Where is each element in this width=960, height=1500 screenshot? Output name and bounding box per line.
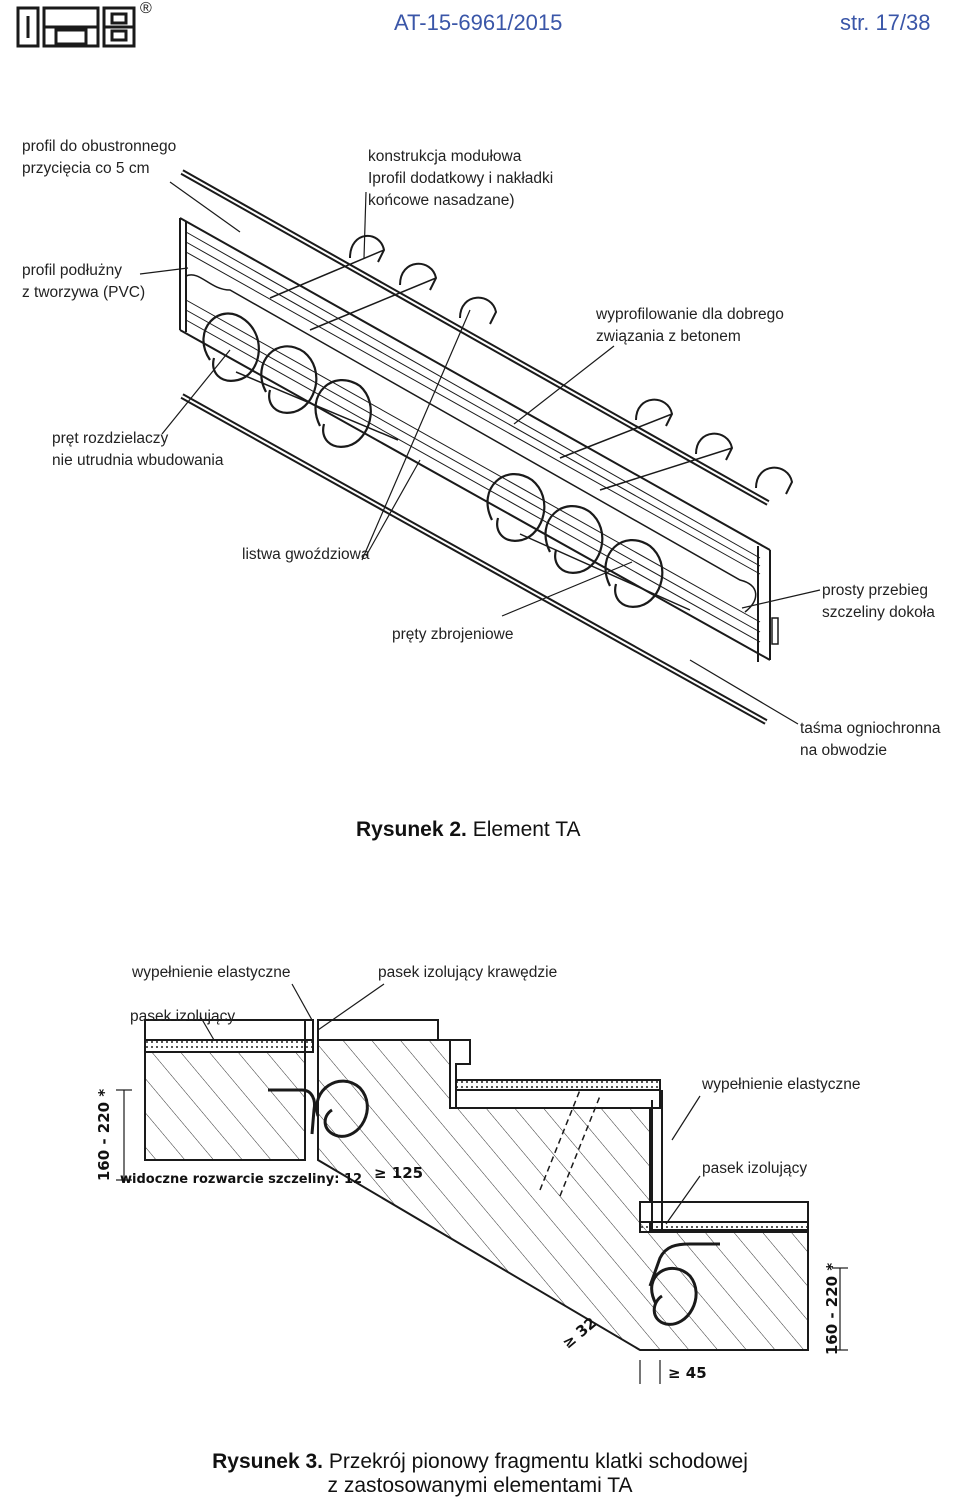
label-pret: pręt rozdzielaczy nie utrudnia wbudowani… [52,430,224,469]
figure-3-caption-number: Rysunek 3. [212,1450,323,1473]
label-tasma: taśma ogniochronna na obwodzie [800,720,941,759]
registered-mark: ® [140,0,152,17]
figure-2-caption-text: Element TA [466,818,581,841]
figure-3-caption-text2: z zastosowanymi elementami TA [327,1474,633,1497]
document-number: AT-15-6961/2015 [394,10,563,35]
label-pasek-krawedzie: pasek izolujący krawędzie [378,964,558,981]
label-prety: pręty zbrojeniowe [392,626,514,643]
dimension-left-height: 160 - 220 * [95,1088,114,1182]
label-wyprofilowanie: wyprofilowanie dla dobrego związania z b… [596,306,784,345]
figure-3-caption: Rysunek 3. Przekrój pionowy fragmentu kl… [150,1450,810,1498]
figure-3-caption-line1: Rysunek 3. Przekrój pionowy fragmentu kl… [150,1450,810,1474]
figure-3-drawing [116,983,848,1384]
label-pasek-left: pasek izolujący [130,1008,236,1025]
label-profil-podluzny: profil podłużny z tworzywa (PVC) [22,262,146,301]
dimension-ge125: ≥ 125 [374,1164,424,1182]
figure-3-caption-text1: Przekrój pionowy fragmentu klatki schodo… [323,1450,748,1473]
figure-2-drawing [139,169,821,725]
page-number: str. 17/38 [840,10,931,35]
dimension-right-height: 160 - 220 * [823,1262,842,1356]
itb-logo [16,6,144,48]
label-konstrukcja: konstrukcja modułowa Iprofil dodatkowy i… [368,148,554,209]
label-wypelnienie-right: wypełnienie elastyczne [702,1076,861,1093]
itb-logo-icon [16,6,136,48]
label-pasek-right: pasek izolujący [702,1160,808,1177]
figure-2-caption: Rysunek 2. Element TA [356,818,581,842]
label-prosty: prosty przebieg szczeliny dokoła [822,582,935,621]
label-wypelnienie-top: wypełnienie elastyczne [132,964,291,981]
label-listwa: listwa gwoździowa [242,546,370,563]
label-profil-obustronny: profil do obustronnego przycięcia co 5 c… [22,138,177,177]
dimension-ge45: ≥ 45 [668,1364,707,1382]
dimension-widoczne: widoczne rozwarcie szczeliny: 12 [120,1172,363,1187]
figure-2-caption-number: Rysunek 2. [356,818,467,841]
